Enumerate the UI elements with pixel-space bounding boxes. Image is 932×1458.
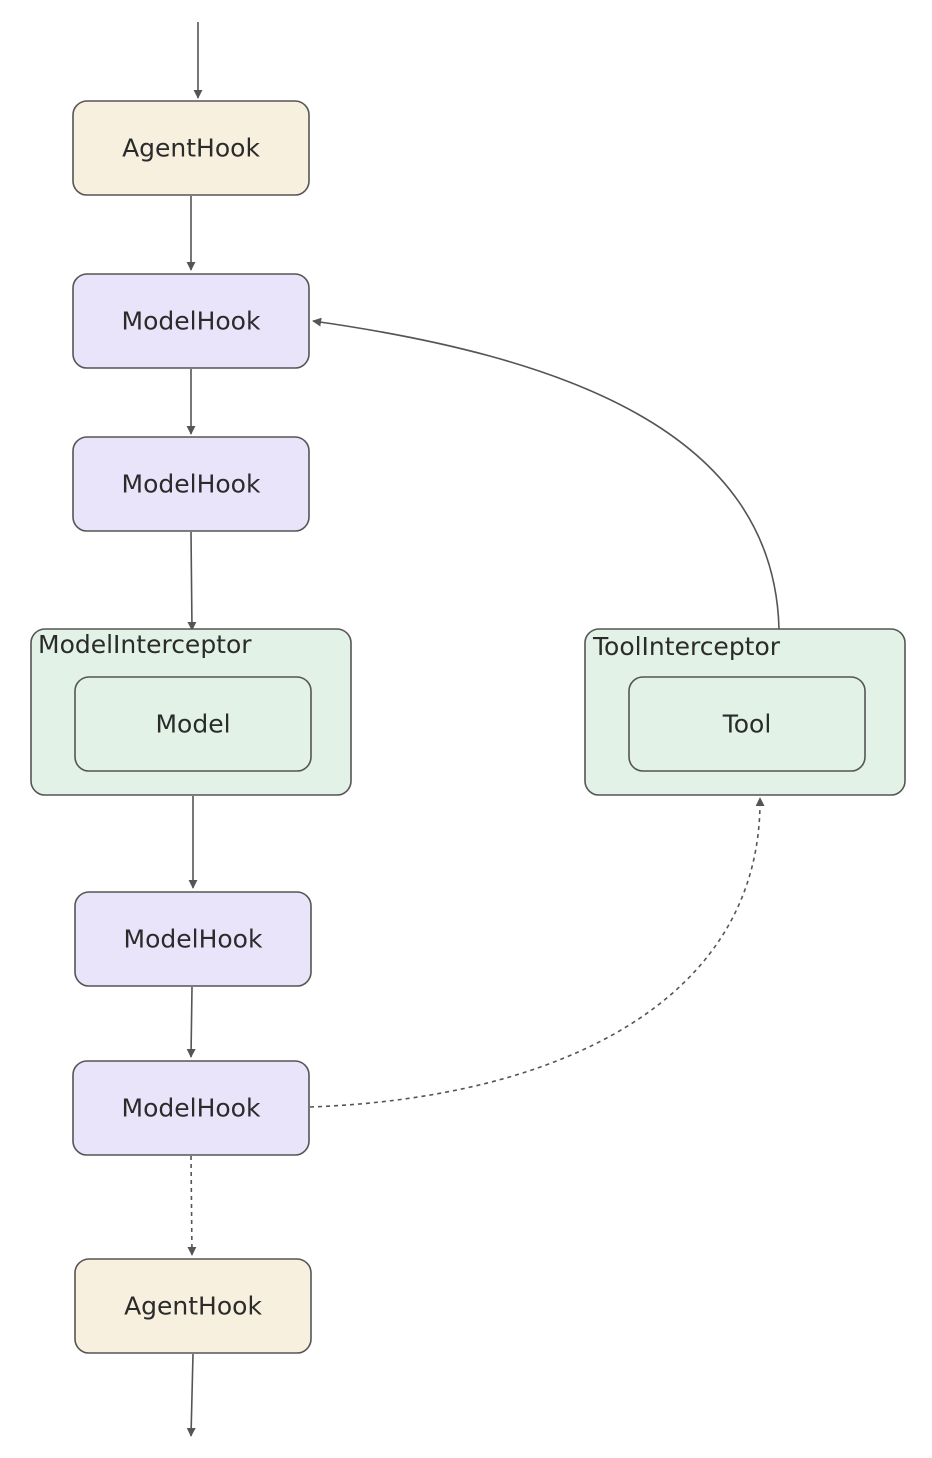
agent-hook-bottom-box — [74, 1258, 312, 1354]
model-hook-4-node: ModelHook — [72, 1060, 310, 1156]
model-box — [74, 676, 312, 772]
agent-hook-bottom-label: AgentHook — [124, 1292, 262, 1321]
edge-exit — [186, 1353, 196, 1437]
model-hook-2-box — [72, 436, 310, 532]
tool-label: Tool — [722, 710, 772, 739]
model-hook-1-node: ModelHook — [72, 273, 310, 369]
model-hook-3-node: ModelHook — [74, 891, 312, 987]
agent-hook-top-node: AgentHook — [72, 100, 310, 196]
tool-interceptor-label: ToolInterceptor — [592, 632, 781, 661]
model-label: Model — [155, 710, 230, 739]
model-hook-4-box — [72, 1060, 310, 1156]
edge-modelhook-3-to-modelhook-4 — [186, 986, 196, 1058]
model-interceptor-label: ModelInterceptor — [38, 630, 252, 659]
agent-hook-bottom-node: AgentHook — [74, 1258, 312, 1354]
model-hook-3-box — [74, 891, 312, 987]
edge-tool-interceptor-to-modelhook-1 — [312, 317, 780, 630]
model-hook-2-label: ModelHook — [122, 470, 261, 499]
edge-modelhook-4-to-agenthook-bottom — [187, 1155, 197, 1256]
tool-interceptor-group: ToolInterceptor Tool — [584, 628, 906, 796]
agent-hook-top-label: AgentHook — [122, 134, 260, 163]
edge-modelhook-2-to-model-interceptor — [187, 531, 197, 631]
model-interceptor-group: ModelInterceptor Model — [30, 628, 352, 796]
model-hook-2-node: ModelHook — [72, 436, 310, 532]
tool-box — [628, 676, 866, 772]
model-hook-4-label: ModelHook — [122, 1094, 261, 1123]
model-hook-1-box — [72, 273, 310, 369]
model-hook-3-label: ModelHook — [124, 925, 263, 954]
edge-modelhook-4-to-tool-interceptor — [309, 797, 765, 1108]
agent-hook-top-box — [72, 100, 310, 196]
model-hook-1-label: ModelHook — [122, 307, 261, 336]
